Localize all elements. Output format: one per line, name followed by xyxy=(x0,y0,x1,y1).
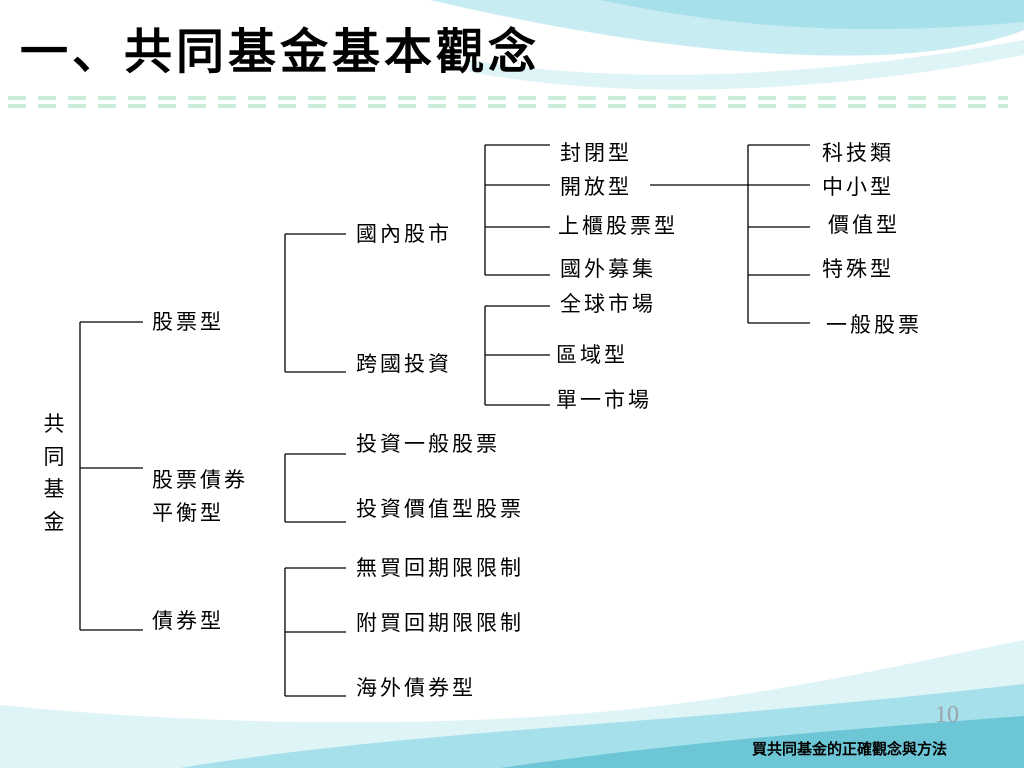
slide-title: 一、共同基金基本觀念 xyxy=(20,24,541,80)
node-closed-end: 封閉型 xyxy=(560,141,632,165)
node-global-market: 全球市場 xyxy=(560,292,656,316)
node-single-market: 單一市場 xyxy=(556,388,652,412)
node-with-repurchase-limit: 附買回期限限制 xyxy=(356,611,524,635)
node-small-mid-cap: 中小型 xyxy=(822,175,894,199)
node-invest-value-stock: 投資價值型股票 xyxy=(356,497,524,521)
page-number: 10 xyxy=(935,702,959,728)
node-bond-fund: 債券型 xyxy=(152,609,224,633)
node-equity-fund: 股票型 xyxy=(152,310,224,334)
top-wave-mid xyxy=(600,0,1024,30)
node-balanced-fund: 股票債券 平衡型 xyxy=(152,468,248,525)
node-technology: 科技類 xyxy=(822,141,894,165)
node-overseas-bond: 海外債券型 xyxy=(356,676,476,700)
node-open-end: 開放型 xyxy=(560,175,632,199)
node-value: 價值型 xyxy=(828,213,900,237)
node-mutual-fund: 共 同 基 金 xyxy=(43,412,65,534)
node-invest-general-stock: 投資一般股票 xyxy=(356,432,500,456)
node-cross-border: 跨國投資 xyxy=(356,352,452,376)
bottom-wave-dark xyxy=(500,716,1024,768)
node-special: 特殊型 xyxy=(822,257,894,281)
footer-text: 買共同基金的正確觀念與方法 xyxy=(752,740,948,758)
top-wave-band xyxy=(470,40,1024,90)
node-no-repurchase-limit: 無買回期限限制 xyxy=(356,556,524,580)
node-foreign-raised: 國外募集 xyxy=(560,257,656,281)
node-general-stock: 一般股票 xyxy=(826,313,922,337)
node-domestic-market: 國內股市 xyxy=(356,222,452,246)
dashed-divider xyxy=(8,96,1008,108)
node-regional: 區域型 xyxy=(556,343,628,367)
node-otc-stock: 上櫃股票型 xyxy=(558,214,678,238)
